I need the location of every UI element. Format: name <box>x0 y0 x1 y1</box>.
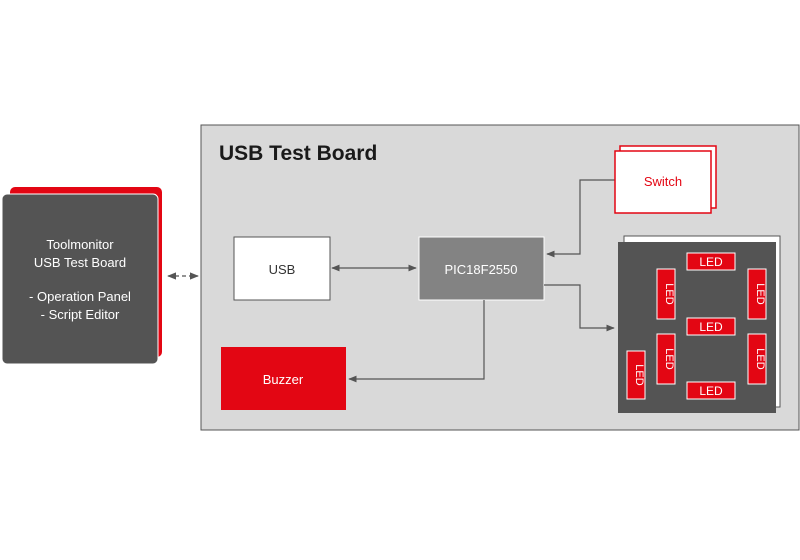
board-title: USB Test Board <box>219 142 377 165</box>
led-segment-top <box>686 252 736 271</box>
led-segment-upper-left-label: LED <box>663 283 675 304</box>
buzzer-block: Buzzer <box>221 347 346 410</box>
mcu-buzzer-link <box>348 300 485 383</box>
switch-block: Switch <box>614 145 717 214</box>
switch-mcu-link <box>546 179 617 258</box>
switch-box <box>614 150 712 214</box>
led-segment-bottom <box>686 381 736 400</box>
led-segment-upper-right-label: LED <box>754 283 766 304</box>
led-segment-lower-right-label: LED <box>754 348 766 369</box>
mcu-box <box>418 236 545 301</box>
led-segment-middle <box>686 317 736 336</box>
usb-block: USB <box>233 236 331 301</box>
led-segment-dot <box>626 350 646 400</box>
buzzer-box <box>221 347 346 410</box>
toolmonitor-subtitle: USB Test Board <box>34 255 126 270</box>
led-segment-upper-left <box>656 268 676 320</box>
mcu-block: PIC18F2550 <box>418 236 545 301</box>
toolmonitor-block: Toolmonitor USB Test Board - Operation P… <box>1 187 162 365</box>
led-segment-lower-left-label: LED <box>663 348 675 369</box>
toolmonitor-title: Toolmonitor <box>46 237 114 252</box>
buzzer-label: Buzzer <box>263 372 304 387</box>
mcu-label: PIC18F2550 <box>445 262 518 277</box>
usb-label: USB <box>269 262 296 277</box>
led-segment-lower-left <box>656 333 676 385</box>
usb-box <box>233 236 331 301</box>
led-segment-bottom-label: LED <box>699 384 723 398</box>
led-segment-dot-label: LED <box>633 364 645 385</box>
toolmonitor-card <box>1 193 159 365</box>
toolmonitor-feature-script-editor: - Script Editor <box>41 307 120 322</box>
led-segment-upper-right <box>747 268 767 320</box>
led-segment-top-label: LED <box>699 255 723 269</box>
switch-label: Switch <box>644 174 682 189</box>
mcu-led-link <box>544 284 615 332</box>
led-segment-middle-label: LED <box>699 320 723 334</box>
led-display-block: LED LED LED LED LED LED LED LED <box>618 235 781 413</box>
led-segment-lower-right <box>747 333 767 385</box>
toolmonitor-feature-operation-panel: - Operation Panel <box>29 289 131 304</box>
